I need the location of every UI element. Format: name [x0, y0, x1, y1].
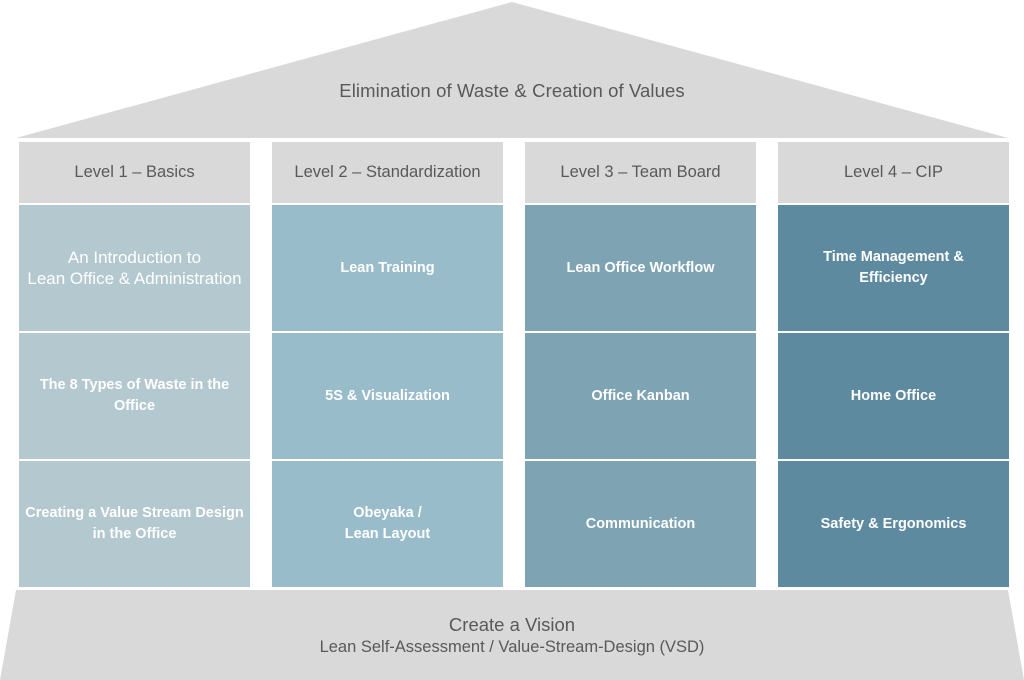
module-cell: The 8 Types of Waste in the Office [19, 333, 250, 459]
base-shape [0, 590, 1024, 680]
module-cell: Lean Training [272, 205, 503, 331]
module-cell: Creating a Value Stream Design in the Of… [19, 461, 250, 587]
pillar-header: Level 4 – CIP [778, 142, 1009, 203]
pillar-level-3: Level 3 – Team Board Lean Office Workflo… [525, 142, 756, 587]
module-cell: An Introduction to Lean Office & Adminis… [19, 205, 250, 331]
pillar-level-4: Level 4 – CIP Time Management & Efficien… [778, 142, 1009, 587]
pillar-level-1: Level 1 – Basics An Introduction to Lean… [19, 142, 250, 587]
module-cell: Time Management & Efficiency [778, 205, 1009, 331]
roof-title: Elimination of Waste & Creation of Value… [339, 80, 685, 101]
module-cell: Communication [525, 461, 756, 587]
base-subtitle: Lean Self-Assessment / Value-Stream-Desi… [319, 638, 705, 656]
pillar-header: Level 1 – Basics [19, 142, 250, 203]
pillar-header: Level 2 – Standardization [272, 142, 503, 203]
module-cell: Obeyaka / Lean Layout [272, 461, 503, 587]
roof-shape [16, 2, 1008, 138]
pillar-level-2: Level 2 – Standardization Lean Training … [272, 142, 503, 587]
module-cell: Safety & Ergonomics [778, 461, 1009, 587]
pillar-header: Level 3 – Team Board [525, 142, 756, 203]
module-cell: Office Kanban [525, 333, 756, 459]
module-cell: 5S & Visualization [272, 333, 503, 459]
base-title: Create a Vision [448, 614, 576, 635]
module-cell: Lean Office Workflow [525, 205, 756, 331]
module-cell: Home Office [778, 333, 1009, 459]
